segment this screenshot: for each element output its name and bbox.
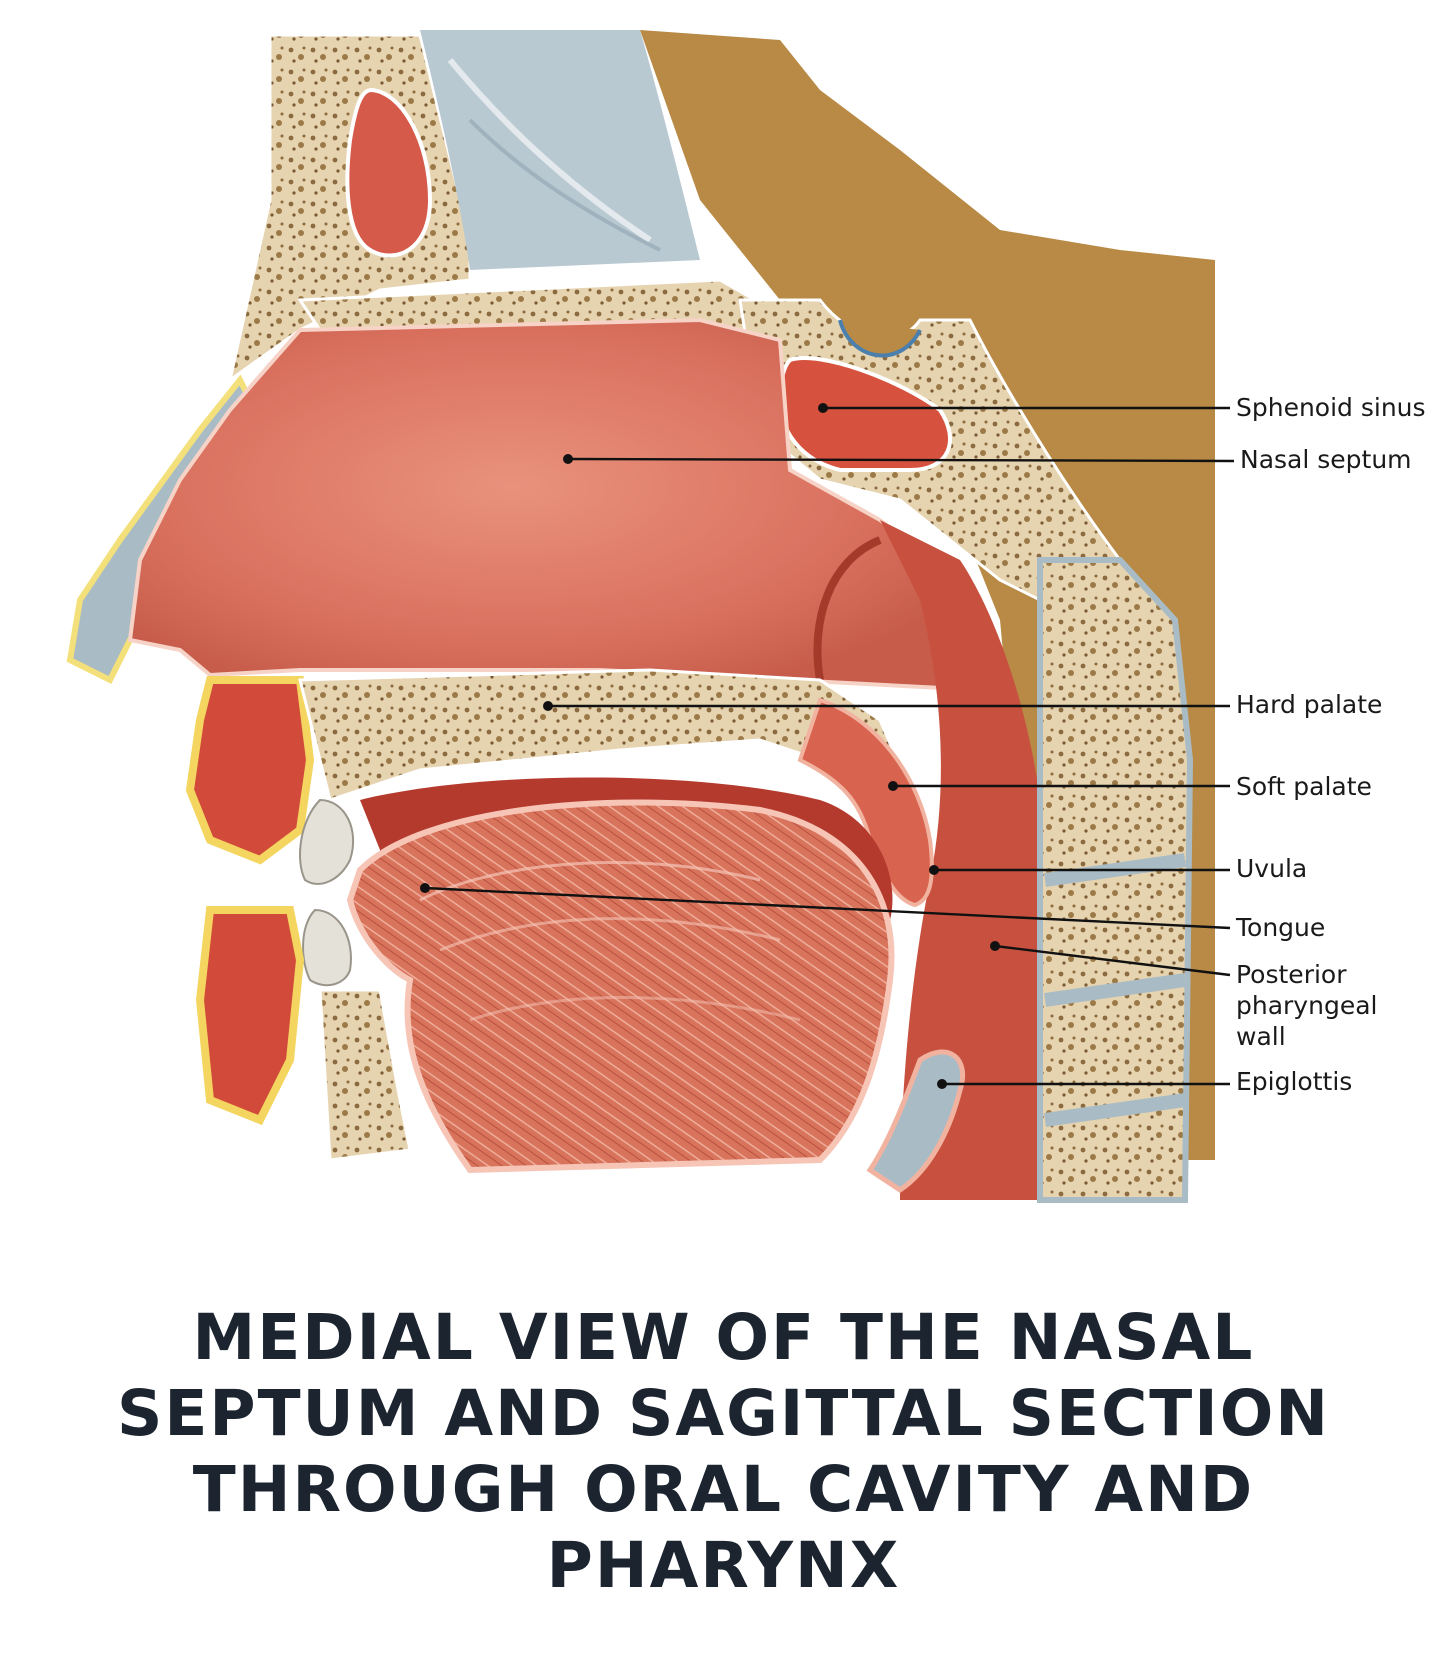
upper-lip bbox=[185, 676, 315, 865]
label-posterior-line1: Posterior bbox=[1236, 960, 1347, 989]
frontal-sinus bbox=[345, 87, 433, 258]
mandible bbox=[318, 988, 412, 1162]
dura-falx bbox=[420, 30, 700, 270]
lower-incisor bbox=[302, 908, 352, 987]
label-tongue: Tongue bbox=[1236, 913, 1326, 942]
anatomy-illustration bbox=[66, 30, 1235, 1203]
leader-nasal-septum bbox=[567, 457, 1235, 463]
label-soft-palate: Soft palate bbox=[1236, 772, 1372, 801]
title-line-1: MEDIAL VIEW OF THE NASAL bbox=[192, 1301, 1255, 1374]
label-sphenoid-sinus: Sphenoid sinus bbox=[1236, 393, 1426, 422]
leader-posterior-pharyngeal-wall bbox=[994, 944, 1231, 977]
label-posterior-pharyngeal-wall: Posterior pharyngeal wall bbox=[1236, 959, 1377, 1052]
label-uvula: Uvula bbox=[1236, 854, 1308, 883]
leader-dots bbox=[420, 403, 1000, 1089]
leader-tongue bbox=[424, 886, 1231, 930]
soft-palate-shape bbox=[797, 697, 934, 908]
sella-turcica bbox=[838, 319, 922, 358]
page-title: MEDIAL VIEW OF THE NASAL SEPTUM AND SAGI… bbox=[40, 1300, 1407, 1604]
vertebral-column bbox=[1036, 557, 1194, 1203]
label-hard-palate: Hard palate bbox=[1236, 690, 1383, 719]
label-epiglottis: Epiglottis bbox=[1236, 1067, 1353, 1096]
title-line-2: SEPTUM AND SAGITTAL SECTION bbox=[116, 1377, 1330, 1450]
label-posterior-line2: pharyngeal bbox=[1236, 991, 1378, 1020]
label-posterior-line3: wall bbox=[1236, 1022, 1286, 1051]
label-nasal-septum: Nasal septum bbox=[1240, 445, 1412, 474]
title-line-4: PHARYNX bbox=[546, 1529, 901, 1602]
upper-incisor bbox=[299, 798, 355, 885]
tongue-shape bbox=[346, 799, 895, 1174]
lower-lip bbox=[195, 906, 305, 1126]
pharynx-wall bbox=[880, 520, 1040, 1200]
title-line-3: THROUGH ORAL CAVITY AND bbox=[192, 1453, 1255, 1526]
leader-lines bbox=[424, 406, 1235, 1086]
